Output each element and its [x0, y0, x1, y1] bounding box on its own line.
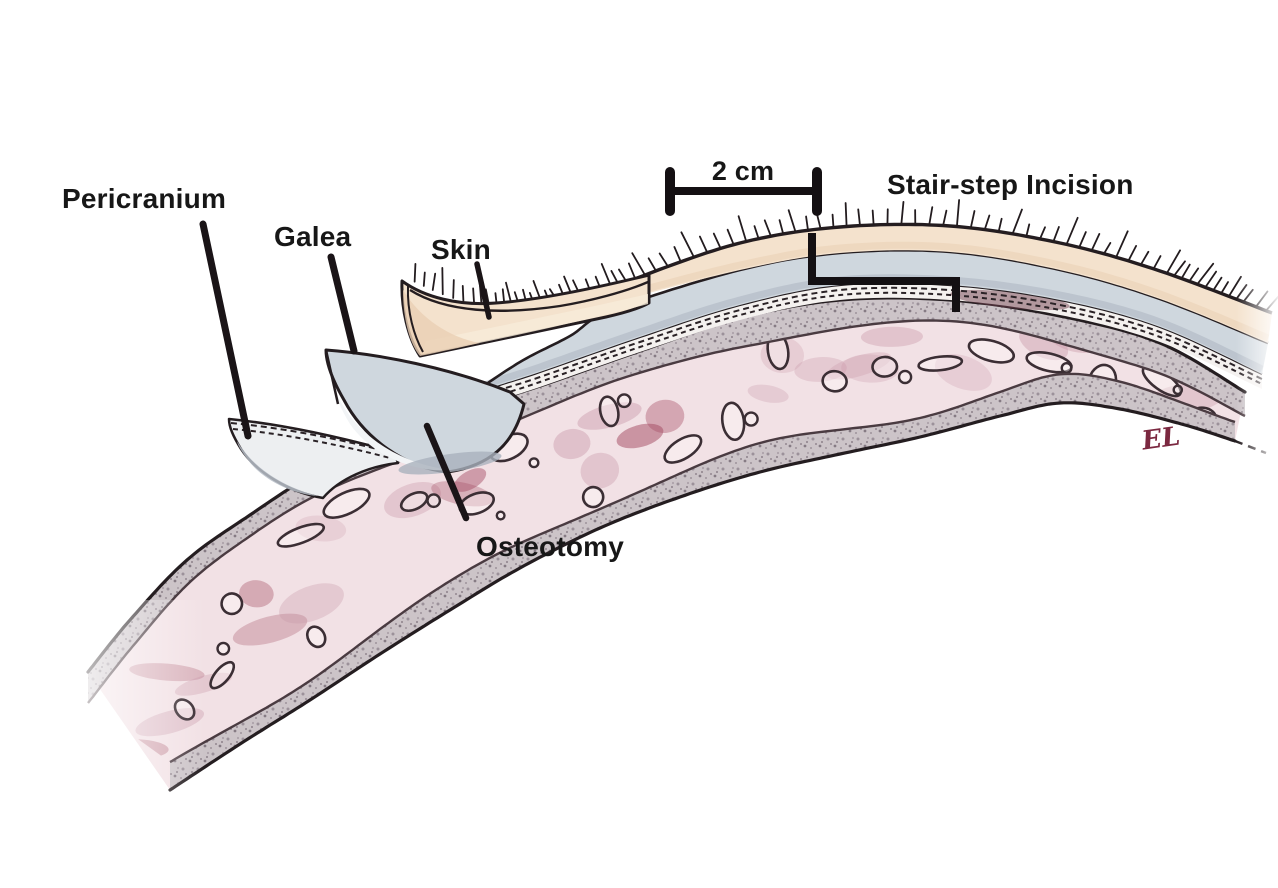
galea-leader-line — [327, 253, 358, 355]
skin-layer — [611, 222, 1273, 343]
skin-flap — [400, 273, 651, 358]
leader-lines — [199, 220, 492, 440]
scale-bar-graphic — [665, 167, 822, 216]
pericranium-flap — [227, 417, 400, 500]
artist-signature: EL — [1140, 421, 1183, 457]
skull-bone — [86, 296, 1267, 792]
edge-fade-left — [55, 600, 205, 888]
skin-leader-line — [474, 261, 492, 320]
label-pericranium: Pericranium — [62, 183, 227, 214]
edge-fade-right — [1236, 160, 1278, 510]
scale-bar-label: 2 cm — [711, 156, 775, 186]
galea-flap — [324, 348, 526, 475]
label-stair-step-incision: Stair-step Incision — [887, 169, 1134, 200]
stair-step-cut-line — [808, 233, 960, 312]
osteotomy-cut-line — [423, 422, 470, 522]
label-skin: Skin — [431, 234, 491, 265]
label-galea: Galea — [274, 221, 352, 252]
pericranium-leader-line — [199, 220, 252, 440]
label-osteotomy: Osteotomy — [476, 531, 625, 562]
